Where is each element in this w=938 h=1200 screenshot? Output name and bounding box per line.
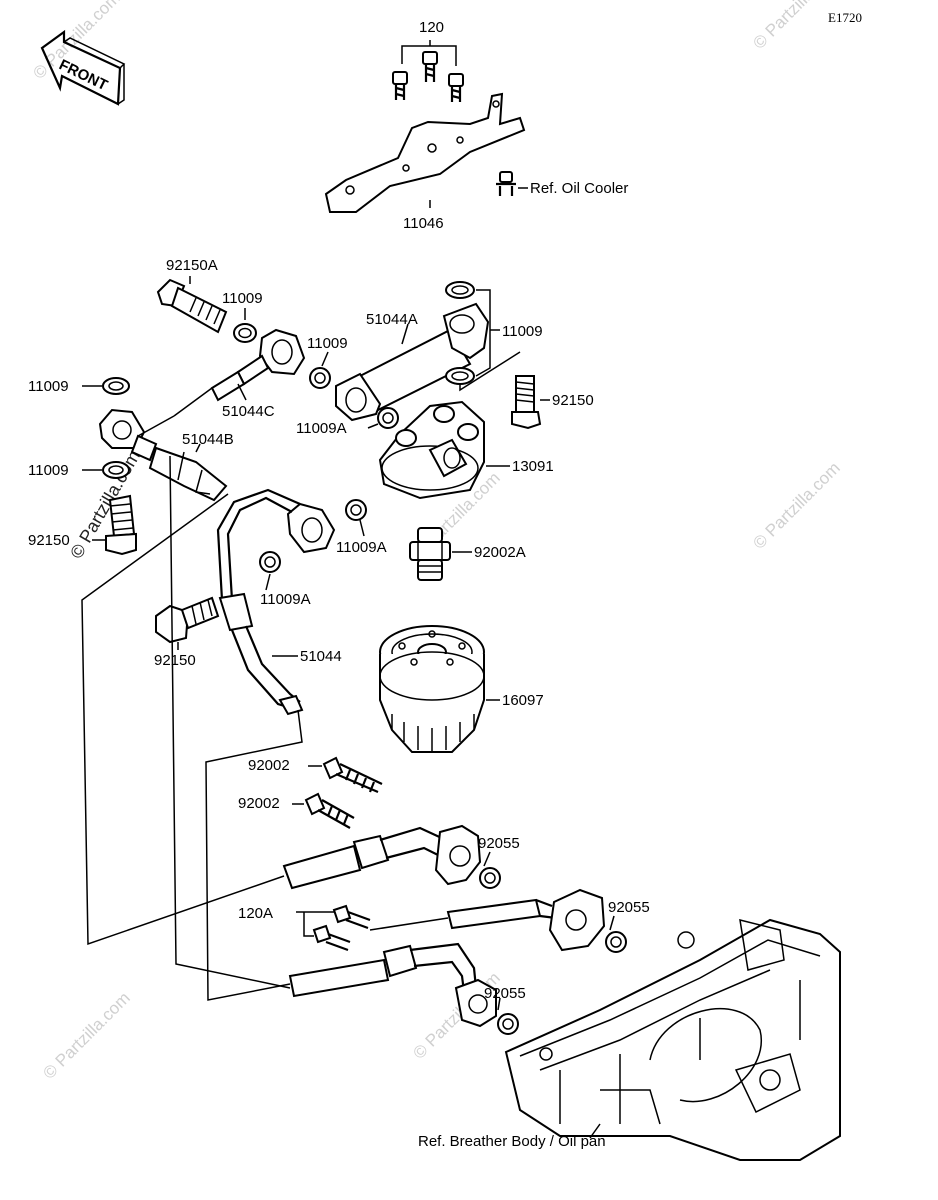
bracket-11046 <box>324 92 526 213</box>
front-label: FRONT <box>56 56 110 94</box>
label-51044B: 51044B <box>182 431 234 448</box>
label-92055-c: 92055 <box>484 985 526 1002</box>
label-92150-c: 92150 <box>154 652 196 669</box>
label-92150-b: 92150 <box>28 532 70 549</box>
oil-filter-16097 <box>379 625 485 753</box>
label-11009-e: 11009 <box>28 462 69 479</box>
label-ref-oil-cooler: Ref. Oil Cooler <box>530 180 628 197</box>
bolt-120A <box>296 904 371 952</box>
bolt-92002 <box>308 756 383 794</box>
banjo-bolt-92150 <box>92 494 137 556</box>
label-11009-b: 11009 <box>307 335 348 352</box>
label-92150A: 92150A <box>166 257 218 274</box>
washer-11009A <box>377 407 399 429</box>
fitting-13091 <box>378 400 485 500</box>
pipe-51044B <box>98 408 228 502</box>
nipple-92002A <box>409 527 451 581</box>
bolt-group-120 <box>392 40 464 102</box>
label-51044A: 51044A <box>366 311 418 328</box>
label-120: 120 <box>419 19 444 36</box>
label-11009-d: 11009 <box>28 378 69 395</box>
oil-pipe-lower <box>288 942 497 1028</box>
banjo-bolt-92150 <box>511 375 550 430</box>
watermark-text: © Partzilla.com <box>749 0 843 53</box>
washer-11009 <box>309 367 331 389</box>
oil-pan <box>504 918 841 1161</box>
label-120A: 120A <box>238 905 273 922</box>
washer-11009 <box>102 377 130 395</box>
label-92055-a: 92055 <box>478 835 520 852</box>
label-ref-breather-oil-pan: Ref. Breather Body / Oil pan <box>418 1133 606 1150</box>
washer-92055 <box>497 1013 519 1035</box>
label-51044C: 51044C <box>222 403 275 420</box>
washer-92055 <box>479 867 501 889</box>
label-92055-b: 92055 <box>608 899 650 916</box>
label-11009-c: 11009 <box>502 323 543 340</box>
bolt-92002 <box>292 792 355 829</box>
diagram-code: E1720 <box>828 10 862 25</box>
label-11009-a: 11009 <box>222 290 263 307</box>
watermark-text: © Partzilla.com <box>749 458 843 552</box>
washer-92055 <box>605 931 627 953</box>
label-16097: 16097 <box>502 692 544 709</box>
label-92150-a: 92150 <box>552 392 594 409</box>
washer-11009A <box>345 499 367 521</box>
label-92002-a: 92002 <box>248 757 290 774</box>
label-13091: 13091 <box>512 458 554 475</box>
banjo-bolt-92150A <box>156 278 228 334</box>
label-92002-b: 92002 <box>238 795 280 812</box>
pipe-51044A <box>335 302 490 422</box>
label-11009A-c: 11009A <box>260 591 311 608</box>
washer-11009 <box>445 367 475 385</box>
washer-11009 <box>445 281 475 299</box>
label-51044: 51044 <box>300 648 342 665</box>
washer-11009 <box>233 323 257 343</box>
banjo-bolt-92150 <box>155 596 220 644</box>
oil-pipe-upper <box>282 824 482 890</box>
label-11009A-b: 11009A <box>336 539 387 556</box>
label-11009A-a: 11009A <box>296 420 347 437</box>
oil-pipe-middle <box>446 888 606 952</box>
hose-51044 <box>216 488 336 716</box>
label-92002A: 92002A <box>474 544 526 561</box>
pipe-51044C <box>173 328 306 417</box>
washer-11009A <box>259 551 281 573</box>
watermark-text: © Partzilla.com <box>39 988 133 1082</box>
label-11046: 11046 <box>403 215 444 232</box>
bolt-ref-oil-cooler <box>496 171 528 196</box>
washer-11009 <box>102 461 130 479</box>
